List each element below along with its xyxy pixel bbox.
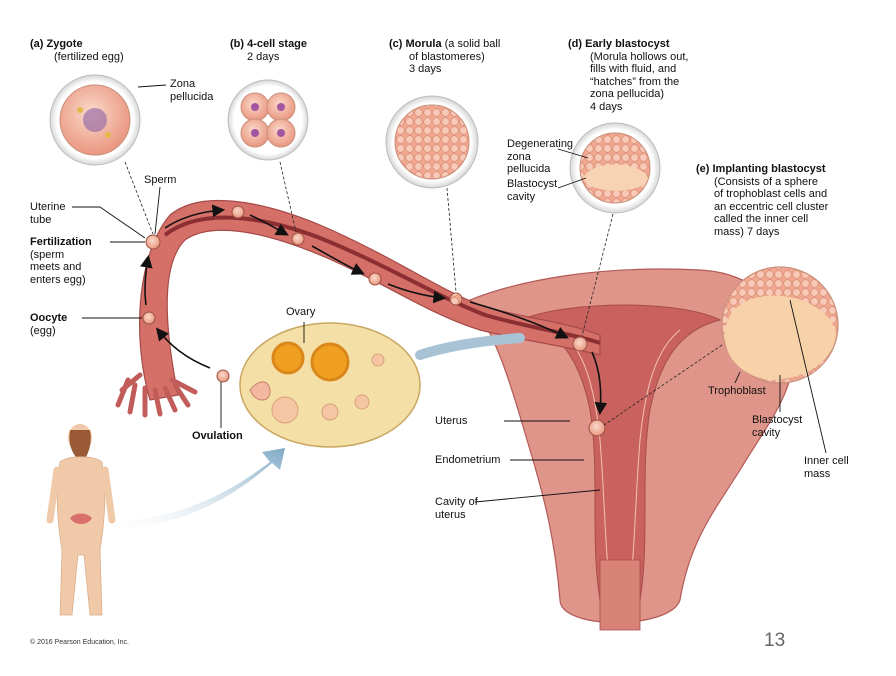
trophoblast-label: Trophoblast — [708, 385, 766, 397]
woman-figure — [46, 424, 116, 616]
panel-d-caption: (d) Early blastocyst(Morula hollows out,… — [568, 38, 688, 113]
zoom-arrow — [110, 448, 285, 530]
stage-implanting-blastocyst — [721, 266, 839, 384]
sperm-label: Sperm — [144, 174, 177, 186]
page-number: 13 — [764, 630, 786, 651]
stage-early-blastocyst — [569, 122, 661, 214]
leader-lines — [72, 84, 827, 503]
panel-c-sub: of blastomeres) — [409, 50, 485, 63]
uterus-label: Uterus — [435, 415, 468, 427]
panel-e-l4: an eccentric cell cluster — [714, 200, 829, 213]
stage-zygote — [49, 74, 141, 166]
panel-d-tag: (d) Early blastocyst — [568, 38, 670, 50]
panel-e-caption: (e) Implanting blastocyst(Consists of a … — [696, 163, 828, 238]
ovary-label: Ovary — [286, 306, 316, 318]
ovulation-label: Ovulation — [192, 430, 243, 442]
panel-d-l3: fills with fluid, and — [590, 63, 677, 75]
panel-e-l2: (Consists of a sphere — [714, 175, 818, 188]
ovary-illustration — [239, 322, 525, 448]
uterus-illustration — [469, 268, 795, 631]
panel-d-l4: “hatches” from the — [590, 75, 680, 88]
panel-d-l5: zona pellucida) — [590, 88, 664, 100]
panel-e-l5: called the inner cell — [714, 213, 809, 225]
panel-b-tag: (b) 4-cell stage — [230, 38, 308, 50]
panel-a-sub: (fertilized egg) — [54, 50, 124, 63]
flow-arrows — [140, 204, 608, 416]
copyright-text: © 2016 Pearson Education, Inc. — [30, 639, 129, 646]
stage-morula — [385, 95, 479, 189]
stage-4-cell — [227, 79, 309, 161]
panel-a-caption: (a) Zygote(fertilized egg) — [30, 38, 124, 63]
uterine-tube-illustration — [115, 199, 601, 418]
panel-a-tag: (a) Zygote — [30, 38, 83, 50]
panel-b-sub: 2 days — [247, 50, 280, 63]
panel-d-l2: (Morula hollows out, — [590, 50, 689, 63]
panel-c-tag: (c) Morula — [389, 38, 442, 50]
panel-e-l6: mass) 7 days — [714, 225, 780, 238]
panel-e-l3: of trophoblast cells and — [714, 188, 828, 200]
panel-c-rest: (a solid ball — [441, 38, 501, 50]
panel-c-days: 3 days — [409, 63, 442, 75]
zygote-cells-path — [142, 205, 606, 437]
oocyte-label: Oocyte(egg) — [30, 312, 68, 337]
endometrium-label: Endometrium — [435, 454, 501, 466]
dashed-connectors — [124, 161, 723, 426]
panel-e-tag: (e) Implanting blastocyst — [696, 163, 826, 175]
panel-d-l6: 4 days — [590, 100, 623, 113]
